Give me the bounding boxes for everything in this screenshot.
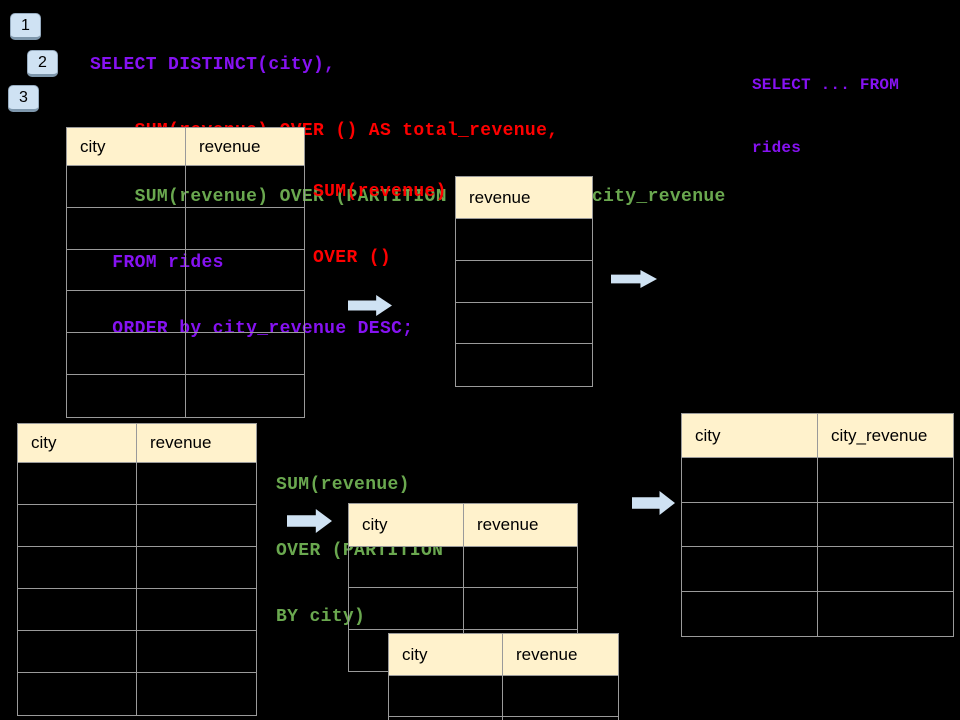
empty-cell xyxy=(682,502,818,547)
empty-cell xyxy=(456,344,592,386)
empty-cell xyxy=(682,591,818,636)
empty-cell xyxy=(67,166,186,208)
empty-cell xyxy=(456,219,592,261)
column-header-city: city xyxy=(389,634,503,676)
empty-cell xyxy=(389,676,503,717)
empty-cell xyxy=(682,458,818,503)
sql-line-from: FROM rides xyxy=(90,253,224,273)
empty-cell xyxy=(186,166,304,208)
column-header-revenue: revenue xyxy=(464,504,577,547)
column-header-city: city xyxy=(349,504,464,547)
empty-cell xyxy=(464,588,577,630)
empty-cell xyxy=(186,291,304,334)
sql-line-order: ORDER by city_revenue DESC; xyxy=(90,319,414,339)
column-header-revenue: revenue xyxy=(186,128,304,166)
column-header-revenue: revenue xyxy=(137,424,256,463)
total-revenue-annotation: SUM(revenue) OVER () xyxy=(313,137,447,313)
empty-cell xyxy=(818,547,953,592)
select-from-note: SELECT ... FROM rides xyxy=(752,33,899,201)
empty-cell xyxy=(464,547,577,589)
empty-cell xyxy=(186,208,304,250)
empty-cell xyxy=(67,333,186,375)
empty-cell xyxy=(186,333,304,375)
empty-cell xyxy=(18,673,137,715)
select-from-note-line1: SELECT ... FROM xyxy=(752,76,900,94)
empty-cell xyxy=(18,547,137,589)
empty-cell xyxy=(67,207,186,250)
empty-cell xyxy=(389,717,503,720)
empty-cell xyxy=(818,503,953,547)
step-badge-2: 2 xyxy=(27,50,58,77)
empty-cell xyxy=(682,547,818,592)
empty-cell xyxy=(456,261,592,303)
column-header-revenue: revenue xyxy=(503,634,618,676)
column-header-city: city xyxy=(18,424,137,463)
empty-cell xyxy=(18,589,137,631)
empty-cell xyxy=(137,463,256,505)
empty-cell xyxy=(67,374,186,417)
empty-cell xyxy=(137,631,256,673)
empty-cell xyxy=(18,463,137,505)
empty-cell xyxy=(18,505,137,547)
select-from-note-line2: rides xyxy=(752,139,802,157)
empty-cell xyxy=(186,250,304,292)
empty-cell xyxy=(137,673,256,715)
empty-cell xyxy=(349,588,464,630)
partition-annotation-line3: BY city) xyxy=(276,607,366,627)
column-header-city_revenue: city_revenue xyxy=(818,414,953,458)
column-header-revenue: revenue xyxy=(456,177,592,219)
table-total-revenue-result: revenue xyxy=(455,176,593,388)
empty-cell xyxy=(456,303,592,345)
empty-cell xyxy=(18,631,137,673)
step-badge-1: 1 xyxy=(10,13,41,40)
empty-cell xyxy=(137,547,256,589)
empty-cell xyxy=(137,589,256,631)
empty-cell xyxy=(818,458,953,503)
column-header-city: city xyxy=(682,414,818,458)
empty-cell xyxy=(186,375,304,417)
empty-cell xyxy=(137,505,256,547)
step-badge-3: 3 xyxy=(8,85,39,112)
column-header-city: city xyxy=(67,128,186,166)
arrow-right-icon xyxy=(632,491,675,515)
total-annotation-line2: OVER () xyxy=(313,248,392,268)
partition-annotation-line1: SUM(revenue) xyxy=(276,475,410,495)
empty-cell xyxy=(818,592,953,637)
sql-line-select: SELECT DISTINCT(city), xyxy=(90,55,336,75)
empty-cell xyxy=(67,291,186,334)
total-annotation-line1: SUM(revenue) xyxy=(313,182,447,202)
empty-cell xyxy=(67,249,186,292)
empty-cell xyxy=(349,547,464,589)
empty-cell xyxy=(503,676,618,717)
